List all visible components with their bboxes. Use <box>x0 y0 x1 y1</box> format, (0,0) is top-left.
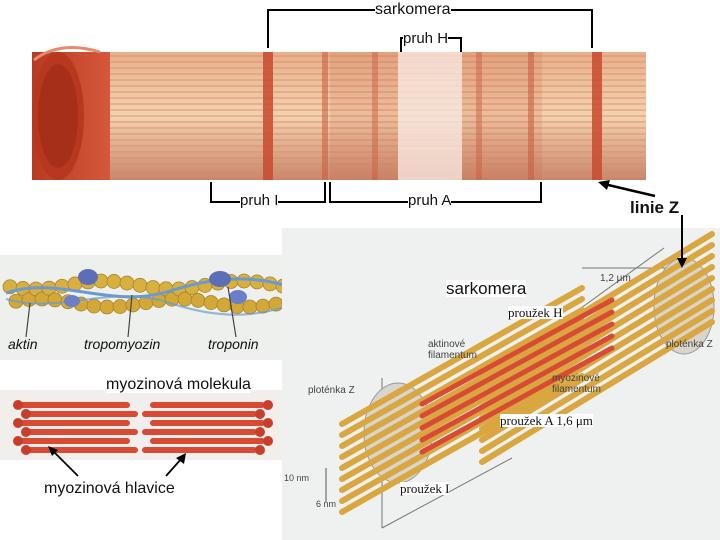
i-band-label: pruh I <box>240 192 279 209</box>
z-disc-right-label: ploténka Z <box>666 339 713 350</box>
sarcomere-3d-figure: sarkomera proužek H proužek A 1,6 μm pro… <box>282 228 720 540</box>
troponin-complex-1 <box>78 269 98 285</box>
actin-bead <box>119 275 135 291</box>
myosin-rod <box>150 438 265 444</box>
thin-filament-figure: 6 nm aktin tropomyozin troponin <box>0 255 368 360</box>
myosin-head <box>21 445 31 455</box>
myosin-rod <box>142 429 257 435</box>
actin-bead <box>99 299 115 315</box>
myosin-rod <box>142 411 257 417</box>
myofibril-stripes <box>110 55 646 177</box>
myofibril-illustration <box>20 9 656 203</box>
actin-bead <box>190 293 206 308</box>
thick-filament <box>419 309 615 419</box>
myosin-illustration <box>13 400 273 455</box>
dim-6nm-label: 6 nm <box>316 499 337 509</box>
myosin-rod <box>28 411 138 417</box>
myosin-rod <box>20 420 130 426</box>
myosin-head-label: myozinová hlavice <box>44 480 175 497</box>
myosin-figure <box>0 390 285 460</box>
filaments <box>339 231 715 515</box>
actin-bead <box>47 292 63 308</box>
myosin-head <box>13 436 23 446</box>
myosin-head <box>255 445 265 455</box>
myosin-rods <box>13 400 273 455</box>
actin-bead <box>106 274 122 289</box>
myosin-rod <box>20 438 130 444</box>
i-band-3d-label: proužek I <box>400 481 450 496</box>
sarcomere-3d-illustration <box>325 231 715 529</box>
myosin-rod <box>142 447 257 453</box>
troponin-complex-2 <box>209 271 231 287</box>
actin-bead <box>145 280 161 295</box>
myosin-head-arrows <box>48 446 186 477</box>
actin-bead <box>86 298 102 314</box>
thick-filament <box>419 321 615 431</box>
myosin-head <box>263 436 273 446</box>
myosin-head <box>263 418 273 428</box>
myosin-molecule-label: myozinová molekula <box>106 376 251 393</box>
actin-bead <box>236 273 252 289</box>
z-line-label: linie Z <box>630 198 680 217</box>
thin-filament <box>479 308 715 454</box>
thin-filament <box>339 340 585 482</box>
h-zone-label: proužek H <box>508 305 563 320</box>
myosin-head <box>13 400 23 410</box>
actin-bead <box>112 299 128 314</box>
myosin-head <box>13 418 23 428</box>
actin-bead <box>125 297 141 313</box>
actin-bead <box>242 299 258 315</box>
actin-bead <box>132 277 148 293</box>
troponin-label: troponin <box>208 336 259 352</box>
thin-filament <box>339 318 585 460</box>
thick-filament <box>419 297 615 407</box>
myosin-filament-label-1: myozinové <box>552 373 600 384</box>
myosin-filament-label-2: filamentum <box>552 384 601 395</box>
thin-filament <box>479 319 715 465</box>
z-line-2 <box>592 52 602 180</box>
thin-filament <box>339 296 585 438</box>
tropomyosin-label: tropomyozin <box>84 336 161 352</box>
sarcomere-3d-label: sarkomera <box>446 279 527 298</box>
myosin-rod <box>20 402 130 408</box>
thin-filament <box>339 329 585 471</box>
length-label: 1,2 μm <box>600 273 631 284</box>
h-band-label: pruh H <box>403 30 449 47</box>
z-disc-left-label: ploténka Z <box>308 385 355 396</box>
myofibril-figure: sarkomera pruh H pruh I pruh A linie Z <box>0 0 720 230</box>
myosin-head <box>21 427 31 437</box>
myosin-head <box>255 427 265 437</box>
actin-label: aktin <box>8 336 38 352</box>
thick-filament <box>419 345 615 455</box>
thin-filament-illustration <box>2 267 330 338</box>
tropomyosin-strand <box>5 277 313 299</box>
actin-filament-label-2: filamentum <box>428 350 477 361</box>
actin-bead <box>203 295 219 310</box>
actin-filament-label-1: aktinové <box>428 339 466 350</box>
dim-10nm-label: 10 nm <box>284 473 310 483</box>
thin-filament <box>479 275 715 421</box>
myosin-rod <box>150 420 265 426</box>
z-line-1 <box>263 52 273 180</box>
myosin-head <box>263 400 273 410</box>
myosin-rod <box>28 429 138 435</box>
actin-bead <box>216 297 232 313</box>
myosin-head <box>21 409 31 419</box>
a-band-3d-label: proužek A 1,6 μm <box>500 413 593 428</box>
sarcomere-label-top: sarkomera <box>375 1 451 18</box>
a-band-label: pruh A <box>408 192 452 209</box>
thin-filament <box>339 373 585 515</box>
thin-filament <box>339 307 585 449</box>
thick-filament <box>419 333 615 443</box>
myosin-head <box>255 409 265 419</box>
myosin-rod <box>150 402 265 408</box>
